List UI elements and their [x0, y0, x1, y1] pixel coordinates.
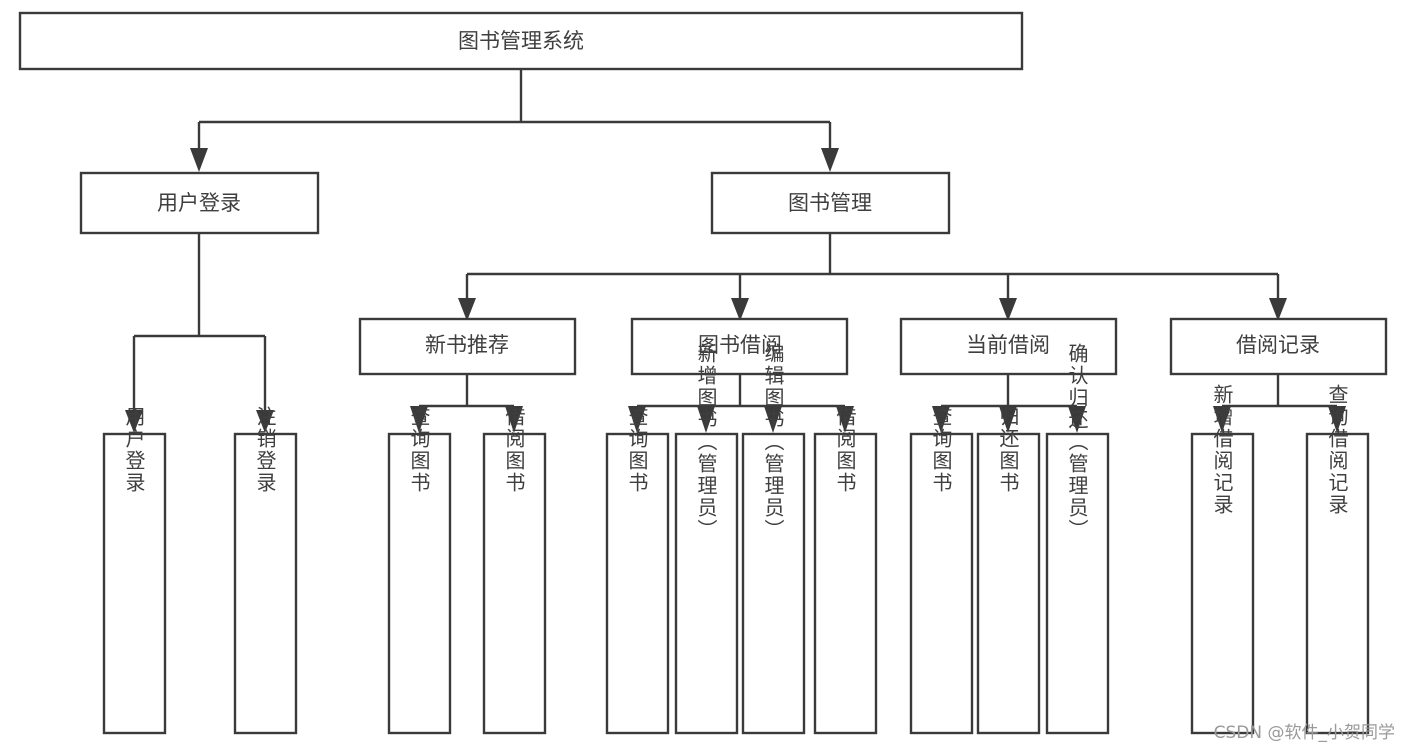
arrow-head-newbooks [458, 298, 476, 321]
leaf-logout-box[interactable] [233, 432, 298, 735]
leaf-confirm-return-admin-box[interactable] [1045, 432, 1110, 735]
arrow-head-leaf-query-record [1328, 406, 1346, 433]
leaf-borrow-borrow-book-label: 借阅图书 [833, 406, 857, 494]
leaf-new-borrow-book-label: 借阅图书 [502, 406, 526, 494]
arrow-head-current [999, 298, 1017, 321]
arrow-head-leaf-confirm-return [1068, 406, 1086, 433]
node-book-management-label: 图书管理 [788, 191, 872, 215]
leaf-add-borrow-record-box[interactable] [1190, 432, 1255, 735]
leaf-return-book-label: 归还图书 [996, 406, 1020, 494]
leaf-add-book-admin-label: 新增图书（管理员） [694, 343, 718, 541]
arrow-head-leaf-user-login [125, 410, 143, 433]
node-root-label: 图书管理系统 [458, 29, 584, 53]
node-current-borrow[interactable]: 当前借阅 [899, 317, 1118, 376]
leaf-current-query-book[interactable]: 查询图书 [909, 406, 974, 735]
leaf-logout[interactable]: 注销登录 [233, 406, 298, 735]
leaf-user-login[interactable]: 用户登录 [102, 406, 167, 735]
node-new-book-recommend-box[interactable] [358, 317, 577, 376]
leaf-edit-book-admin-box[interactable] [741, 432, 806, 735]
node-borrow-records[interactable]: 借阅记录 [1169, 317, 1388, 376]
arrow-head-userlogin [190, 148, 208, 172]
connector-group-records [1213, 373, 1346, 433]
leaf-borrow-query-book-label: 查询图书 [625, 406, 649, 494]
node-root-system[interactable]: 图书管理系统 [18, 11, 1024, 71]
node-book-borrow[interactable]: 图书借阅 [630, 317, 849, 376]
leaf-logout-label: 注销登录 [253, 406, 277, 494]
leaf-borrow-borrow-book[interactable]: 借阅图书 [813, 406, 878, 735]
arrow-head-bookmgmt [821, 148, 839, 172]
leaf-edit-book-admin-label: 编辑图书（管理员） [761, 343, 785, 541]
node-book-management[interactable]: 图书管理 [710, 171, 951, 235]
leaf-confirm-return-admin[interactable]: 确认归还（管理员） [1045, 343, 1110, 735]
leaf-new-borrow-book[interactable]: 借阅图书 [482, 406, 547, 735]
arrow-head-leaf-logout [256, 410, 274, 433]
leaf-add-book-admin[interactable]: 新增图书（管理员） [674, 343, 739, 735]
leaf-query-borrow-record[interactable]: 查询借阅记录 [1305, 384, 1370, 735]
leaf-new-query-book-box[interactable] [387, 432, 452, 735]
arrow-head-leaf-query-book-3 [932, 406, 950, 433]
leaf-add-book-admin-box[interactable] [674, 432, 739, 735]
leaf-current-query-book-box[interactable] [909, 432, 974, 735]
leaf-edit-book-admin[interactable]: 编辑图书（管理员） [741, 343, 806, 735]
leaf-query-borrow-record-label: 查询借阅记录 [1325, 384, 1349, 516]
leaf-add-borrow-record[interactable]: 新增借阅记录 [1190, 384, 1255, 735]
connector-group-current [932, 373, 1086, 433]
arrow-head-leaf-borrow-book-2 [836, 406, 854, 433]
arrow-head-leaf-add-record [1213, 406, 1231, 433]
connector-group-bookmgmt [458, 233, 1287, 321]
connector-group-newbooks [410, 373, 523, 433]
arrow-head-records [1269, 298, 1287, 321]
arrow-head-leaf-query-book-1 [410, 406, 428, 433]
node-root-box[interactable] [18, 11, 1024, 71]
leaf-add-borrow-record-label: 新增借阅记录 [1210, 384, 1234, 516]
leaf-user-login-label: 用户登录 [122, 406, 146, 494]
node-borrow-records-label: 借阅记录 [1236, 333, 1320, 357]
leaf-user-login-box[interactable] [102, 432, 167, 735]
arrow-head-leaf-query-book-2 [628, 406, 646, 433]
node-new-book-recommend[interactable]: 新书推荐 [358, 317, 577, 376]
node-user-login-label: 用户登录 [157, 191, 241, 215]
arrow-head-borrow [731, 298, 749, 321]
arrow-head-leaf-borrow-book-1 [505, 406, 523, 433]
leaf-borrow-query-book-box[interactable] [605, 432, 670, 735]
leaf-query-borrow-record-box[interactable] [1305, 432, 1370, 735]
leaf-return-book[interactable]: 归还图书 [976, 406, 1041, 735]
leaf-current-query-book-label: 查询图书 [929, 406, 953, 494]
node-user-login-box[interactable] [79, 171, 320, 235]
node-book-borrow-box[interactable] [630, 317, 849, 376]
node-current-borrow-box[interactable] [899, 317, 1118, 376]
leaf-new-query-book-label: 查询图书 [407, 406, 431, 494]
leaf-borrow-borrow-book-box[interactable] [813, 432, 878, 735]
node-borrow-records-box[interactable] [1169, 317, 1388, 376]
leaf-new-borrow-book-box[interactable] [482, 432, 547, 735]
node-new-book-recommend-label: 新书推荐 [425, 333, 509, 357]
arrow-head-leaf-return-book [999, 406, 1017, 433]
connector-group-userlogin [125, 233, 274, 433]
connector-group-borrow [628, 373, 854, 433]
leaf-new-query-book[interactable]: 查询图书 [387, 406, 452, 735]
leaf-confirm-return-admin-label: 确认归还（管理员） [1065, 343, 1089, 541]
connector-group-root [190, 69, 839, 172]
node-user-login[interactable]: 用户登录 [79, 171, 320, 235]
node-current-borrow-label: 当前借阅 [966, 333, 1050, 357]
node-book-management-box[interactable] [710, 171, 951, 235]
node-book-borrow-label: 图书借阅 [698, 333, 782, 357]
leaf-return-book-box[interactable] [976, 432, 1041, 735]
arrow-head-leaf-add-book [697, 406, 715, 433]
leaf-borrow-query-book[interactable]: 查询图书 [605, 406, 670, 735]
arrow-head-leaf-edit-book [764, 406, 782, 433]
